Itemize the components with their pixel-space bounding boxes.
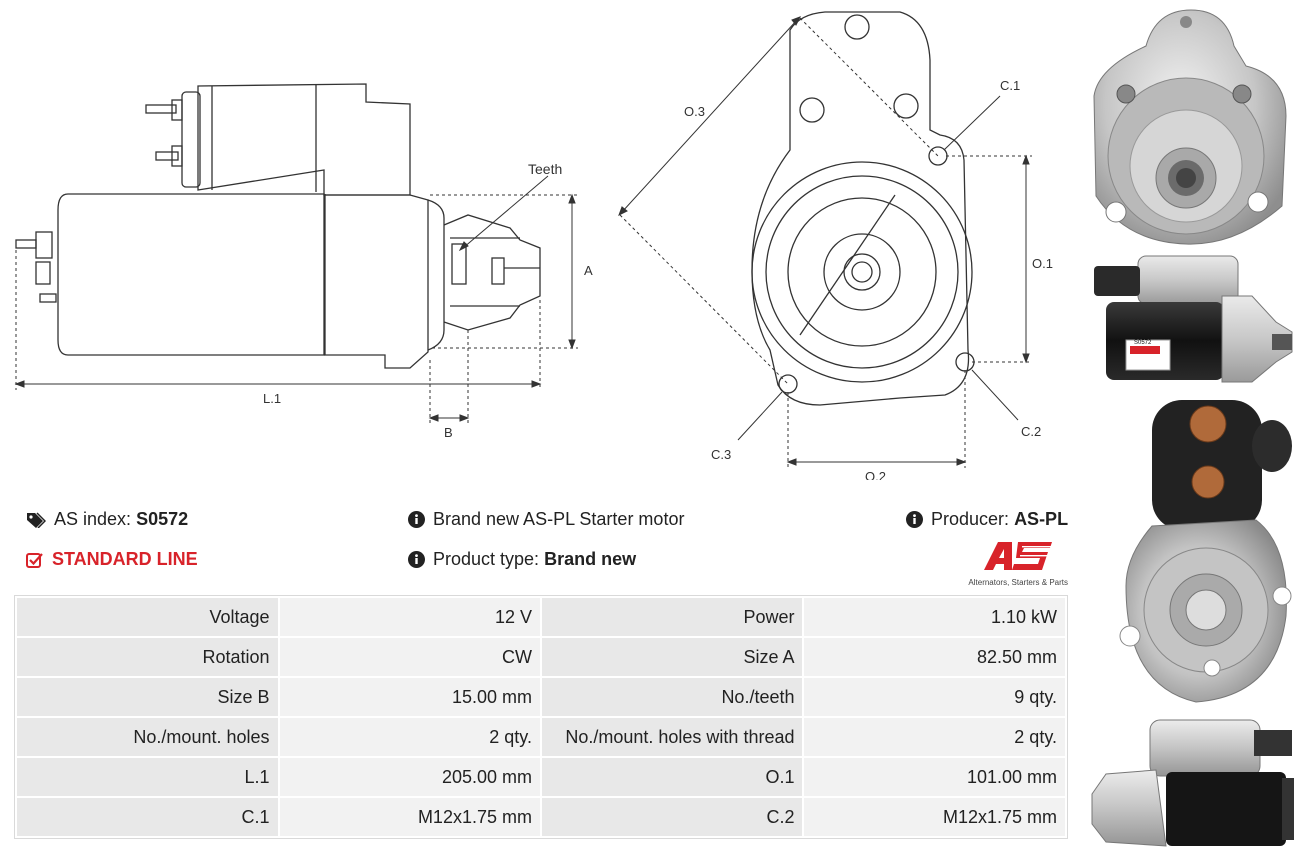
product-photo-side-2 (1091, 719, 1294, 847)
spec-value: 101.00 mm (804, 758, 1065, 796)
spec-value: 205.00 mm (279, 758, 540, 796)
spec-label: C.1 (17, 798, 278, 836)
spec-label: No./teeth (541, 678, 803, 716)
label-c3: C.3 (711, 447, 731, 462)
description-text: Brand new AS-PL Starter motor (433, 509, 685, 529)
spec-label: No./mount. holes (17, 718, 278, 756)
as-index-label: AS index: (54, 509, 132, 529)
label-c1: C.1 (1000, 78, 1020, 93)
spec-value: M12x1.75 mm (279, 798, 540, 836)
spec-label: C.2 (541, 798, 803, 836)
spec-value: 15.00 mm (279, 678, 540, 716)
checkbox-icon (26, 552, 44, 568)
spec-label: O.1 (541, 758, 803, 796)
product-photo-rear (1119, 400, 1292, 703)
logo-tagline: Alternators, Starters & Parts (968, 578, 1068, 587)
spec-value: 2 qty. (804, 718, 1065, 756)
description: Brand new AS-PL Starter motor (408, 509, 684, 530)
standard-line-label: STANDARD LINE (52, 549, 198, 569)
spec-value: 82.50 mm (804, 638, 1065, 676)
spec-label: Rotation (17, 638, 278, 676)
spec-label: Size A (541, 638, 803, 676)
producer: Producer: AS-PL (906, 509, 1068, 530)
pinion (443, 214, 541, 331)
standard-line: STANDARD LINE (26, 549, 198, 570)
label-teeth: Teeth (528, 161, 562, 177)
label-o1: O.1 (1032, 256, 1053, 271)
producer-value: AS-PL (1014, 509, 1069, 529)
as-pl-logo: Alternators, Starters & Parts (962, 538, 1068, 587)
label-a: A (584, 263, 593, 278)
spec-label: No./mount. holes with thread (541, 718, 803, 756)
label-c2: C.2 (1021, 424, 1041, 439)
product-type: Product type: Brand new (408, 549, 636, 570)
solenoid-outline (197, 83, 411, 196)
spec-label: Voltage (17, 598, 278, 636)
spec-value: 2 qty. (279, 718, 540, 756)
info-icon (408, 551, 425, 568)
motor-body (57, 193, 325, 356)
technical-drawing: Teeth A L.1 B O.3 C.1 (14, 11, 1053, 480)
label-l1: L.1 (263, 391, 281, 406)
tag-icon (26, 511, 46, 528)
producer-label: Producer: (931, 509, 1010, 529)
photo-label-code: S0572 (1134, 340, 1152, 346)
info-icon (906, 511, 923, 528)
spec-label: Size B (17, 678, 278, 716)
spec-value: M12x1.75 mm (804, 798, 1065, 836)
front-housing-outer (751, 161, 973, 383)
label-o3: O.3 (684, 104, 705, 119)
as-index: AS index: S0572 (26, 509, 188, 530)
as-index-value: S0572 (136, 509, 189, 529)
spec-value: 12 V (279, 598, 540, 636)
label-b: B (444, 425, 453, 440)
drive-housing (324, 194, 429, 369)
info-icon (408, 511, 425, 528)
spec-label: Power (541, 598, 803, 636)
product-photo-side: S0572 (1094, 255, 1293, 383)
spec-label: L.1 (17, 758, 278, 796)
spec-value: CW (279, 638, 540, 676)
solenoid-cap (181, 91, 201, 188)
product-type-value: Brand new (544, 549, 637, 569)
product-type-label: Product type: (433, 549, 540, 569)
as-pl-logo-mark (984, 542, 1056, 570)
label-o2: O.2 (865, 469, 886, 480)
spec-value: 1.10 kW (804, 598, 1065, 636)
spec-value: 9 qty. (804, 678, 1065, 716)
product-photo-front (1093, 9, 1287, 245)
